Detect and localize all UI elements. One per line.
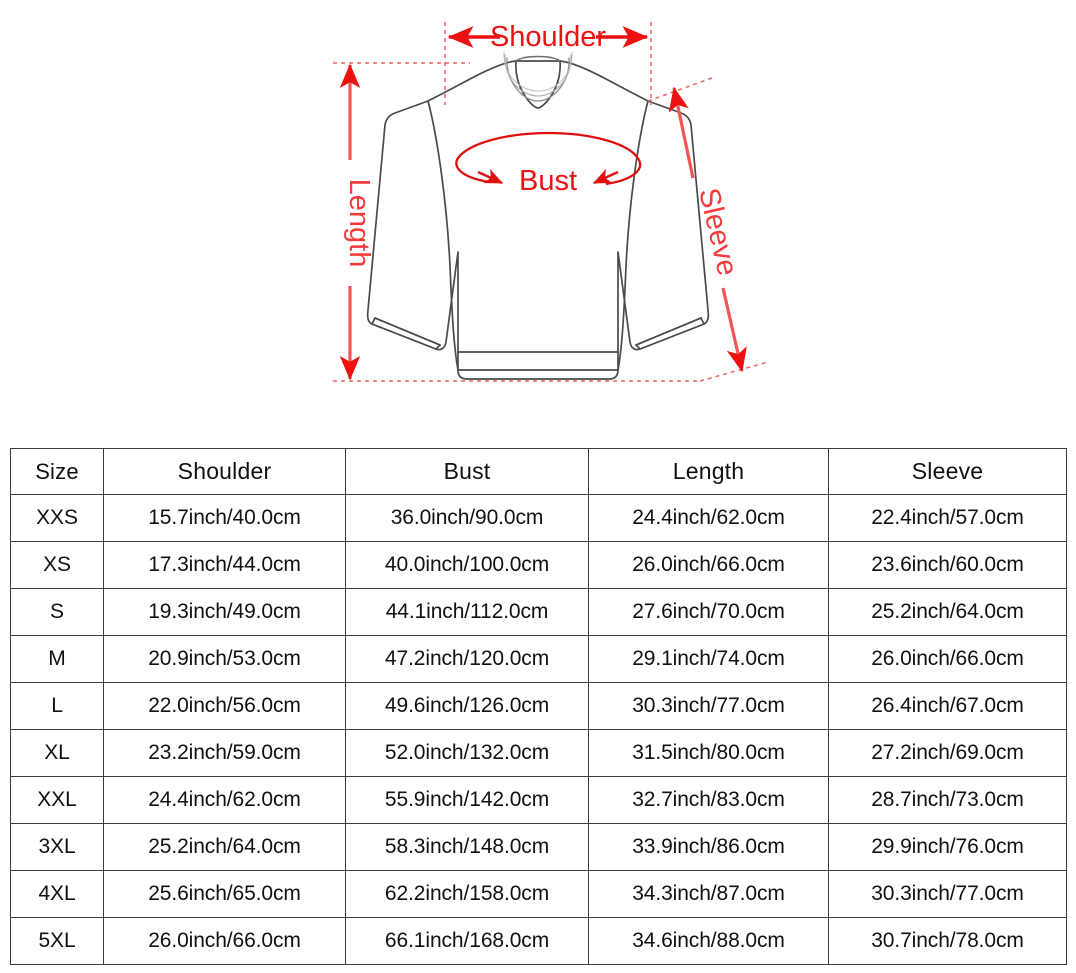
column-header-size: Size — [10, 448, 104, 495]
cell-shoulder: 19.3inch/49.0cm — [103, 588, 346, 636]
cell-sleeve: 27.2inch/69.0cm — [828, 729, 1067, 777]
sleeve-arrow-down — [721, 287, 747, 373]
guide-sleeve-top — [647, 77, 713, 102]
cell-bust: 40.0inch/100.0cm — [345, 541, 589, 589]
right-shoulder-seam — [617, 100, 649, 371]
cell-sleeve: 25.2inch/64.0cm — [828, 588, 1067, 636]
cell-sleeve: 28.7inch/73.0cm — [828, 776, 1067, 824]
cell-length: 31.5inch/80.0cm — [588, 729, 829, 777]
cell-bust: 44.1inch/112.0cm — [345, 588, 589, 636]
table-row: XXL 24.4inch/62.0cm 55.9inch/142.0cm 32.… — [10, 776, 1067, 824]
cell-bust: 49.6inch/126.0cm — [345, 682, 589, 730]
neckline-rib-3 — [503, 51, 573, 92]
cell-size: 5XL — [10, 917, 104, 965]
neckline-outer — [515, 60, 561, 109]
cell-length: 34.6inch/88.0cm — [588, 917, 829, 965]
cell-bust: 47.2inch/120.0cm — [345, 635, 589, 683]
table-row: 3XL 25.2inch/64.0cm 58.3inch/148.0cm 33.… — [10, 823, 1067, 871]
column-header-sleeve: Sleeve — [828, 448, 1067, 495]
cell-size: XXL — [10, 776, 104, 824]
cell-sleeve: 22.4inch/57.0cm — [828, 494, 1067, 542]
cell-sleeve: 29.9inch/76.0cm — [828, 823, 1067, 871]
cell-shoulder: 26.0inch/66.0cm — [103, 917, 346, 965]
cell-shoulder: 17.3inch/44.0cm — [103, 541, 346, 589]
cell-shoulder: 23.2inch/59.0cm — [103, 729, 346, 777]
cell-size: XL — [10, 729, 104, 777]
bust-arrow-left — [477, 168, 503, 185]
cell-length: 26.0inch/66.0cm — [588, 541, 829, 589]
table-header-row: Size Shoulder Bust Length Sleeve — [10, 448, 1067, 495]
cell-size: XXS — [10, 494, 104, 542]
cell-shoulder: 25.2inch/64.0cm — [103, 823, 346, 871]
cell-bust: 52.0inch/132.0cm — [345, 729, 589, 777]
cell-size: XS — [10, 541, 104, 589]
table-row: L 22.0inch/56.0cm 49.6inch/126.0cm 30.3i… — [10, 682, 1067, 730]
garment-measurement-diagram: Shoulder Length Sleeve Bust — [0, 0, 1076, 440]
cell-shoulder: 24.4inch/62.0cm — [103, 776, 346, 824]
bust-label: Bust — [519, 165, 577, 197]
cell-bust: 58.3inch/148.0cm — [345, 823, 589, 871]
cell-size: M — [10, 635, 104, 683]
table-row: XL 23.2inch/59.0cm 52.0inch/132.0cm 31.5… — [10, 729, 1067, 777]
length-measure: Length — [339, 63, 375, 381]
cell-size: L — [10, 682, 104, 730]
cell-length: 27.6inch/70.0cm — [588, 588, 829, 636]
garment-body-path — [366, 60, 710, 380]
table-row: 4XL 25.6inch/65.0cm 62.2inch/158.0cm 34.… — [10, 870, 1067, 918]
cell-bust: 66.1inch/168.0cm — [345, 917, 589, 965]
cell-sleeve: 30.3inch/77.0cm — [828, 870, 1067, 918]
cell-shoulder: 22.0inch/56.0cm — [103, 682, 346, 730]
column-header-length: Length — [588, 448, 829, 495]
cell-bust: 36.0inch/90.0cm — [345, 494, 589, 542]
cell-sleeve: 26.4inch/67.0cm — [828, 682, 1067, 730]
sleeve-arrow-up — [668, 86, 695, 179]
right-cuff-outer — [635, 317, 702, 346]
cell-length: 30.3inch/77.0cm — [588, 682, 829, 730]
left-shoulder-seam — [427, 100, 459, 371]
column-header-shoulder: Shoulder — [103, 448, 346, 495]
cell-bust: 62.2inch/158.0cm — [345, 870, 589, 918]
table-row: 5XL 26.0inch/66.0cm 66.1inch/168.0cm 34.… — [10, 917, 1067, 965]
shoulder-measure: Shoulder — [447, 21, 649, 53]
guide-sleeve-bottom — [699, 361, 769, 382]
garment-diagram-svg: Shoulder Length Sleeve Bust — [333, 21, 769, 382]
cell-length: 34.3inch/87.0cm — [588, 870, 829, 918]
cell-bust: 55.9inch/142.0cm — [345, 776, 589, 824]
table-row: M 20.9inch/53.0cm 47.2inch/120.0cm 29.1i… — [10, 635, 1067, 683]
cell-length: 32.7inch/83.0cm — [588, 776, 829, 824]
column-header-bust: Bust — [345, 448, 589, 495]
neckline-rib-2 — [504, 54, 572, 97]
bust-measure: Bust — [455, 131, 642, 197]
cell-size: 4XL — [10, 870, 104, 918]
cell-shoulder: 25.6inch/65.0cm — [103, 870, 346, 918]
cell-size: 3XL — [10, 823, 104, 871]
size-chart-table: Size Shoulder Bust Length Sleeve XXS 15.… — [10, 448, 1067, 965]
cell-length: 33.9inch/86.0cm — [588, 823, 829, 871]
cell-sleeve: 23.6inch/60.0cm — [828, 541, 1067, 589]
back-neck-curve — [515, 55, 561, 62]
cell-sleeve: 26.0inch/66.0cm — [828, 635, 1067, 683]
cell-length: 29.1inch/74.0cm — [588, 635, 829, 683]
size-chart-table-container: Size Shoulder Bust Length Sleeve XXS 15.… — [10, 448, 1067, 965]
left-cuff-outer — [374, 317, 441, 346]
cell-sleeve: 30.7inch/78.0cm — [828, 917, 1067, 965]
cell-size: S — [10, 588, 104, 636]
table-row: XXS 15.7inch/40.0cm 36.0inch/90.0cm 24.4… — [10, 494, 1067, 542]
cell-length: 24.4inch/62.0cm — [588, 494, 829, 542]
cell-shoulder: 15.7inch/40.0cm — [103, 494, 346, 542]
table-row: S 19.3inch/49.0cm 44.1inch/112.0cm 27.6i… — [10, 588, 1067, 636]
length-label: Length — [343, 179, 375, 268]
sweatshirt-outline — [366, 51, 710, 380]
shoulder-label: Shoulder — [490, 21, 606, 53]
bust-ellipse-arc — [455, 131, 642, 186]
cell-shoulder: 20.9inch/53.0cm — [103, 635, 346, 683]
table-row: XS 17.3inch/44.0cm 40.0inch/100.0cm 26.0… — [10, 541, 1067, 589]
bust-arrow-right — [593, 168, 619, 185]
